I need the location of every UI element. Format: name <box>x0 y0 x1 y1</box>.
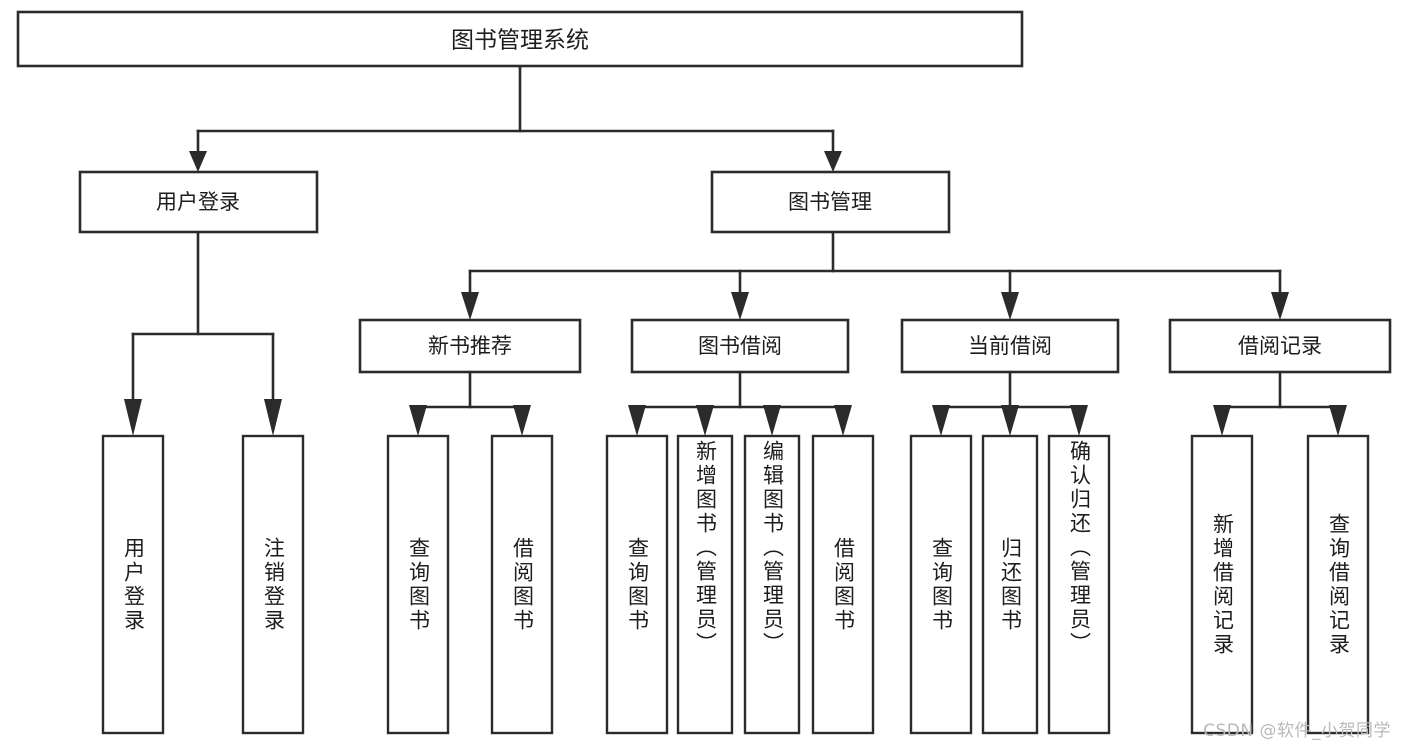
node-book-borrow[interactable]: 图书借阅 <box>630 318 850 374</box>
node-user-login[interactable]: 用户登录 <box>78 170 319 234</box>
node-root-book-management-system[interactable]: 图书管理系统 <box>16 10 1024 68</box>
node-book-management[interactable]: 图书管理 <box>710 170 951 234</box>
connectors-current-borrow-to-leaves <box>932 370 1088 436</box>
node-user-login-label: 用户登录 <box>156 190 240 214</box>
leaf-boxes-book-borrow <box>605 434 875 735</box>
arrow-head-leaf-newbook-1 <box>409 405 427 436</box>
arrow-head-book-manage <box>824 151 842 172</box>
node-book-borrow-box[interactable] <box>630 318 850 374</box>
node-root-box[interactable] <box>16 10 1024 68</box>
leaf-box-current-borrow-2[interactable] <box>981 434 1039 735</box>
leaf-box-new-book-1[interactable] <box>386 434 450 735</box>
node-current-borrow[interactable]: 当前借阅 <box>900 318 1120 374</box>
node-book-management-label: 图书管理 <box>788 190 872 214</box>
leaf-box-book-borrow-3[interactable] <box>743 434 801 735</box>
node-book-borrow-label: 图书借阅 <box>698 334 782 358</box>
leaf-boxes-borrow-record <box>1190 434 1370 735</box>
connectors-root-to-level1 <box>189 64 842 172</box>
arrow-head-leaf-bookborrow-4 <box>834 405 852 436</box>
arrow-head-book-borrow <box>731 292 749 320</box>
node-current-borrow-label: 当前借阅 <box>968 334 1052 358</box>
leaf-boxes-user-login <box>101 434 305 735</box>
connectors-new-book-to-leaves <box>409 370 531 436</box>
arrow-head-borrow-record <box>1271 292 1289 320</box>
node-user-login-box[interactable] <box>78 170 319 234</box>
leaf-box-current-borrow-3[interactable] <box>1047 434 1111 735</box>
csdn-watermark: CSDN @软件_小贺同学 <box>1203 721 1391 741</box>
connectors-borrow-record-to-leaves <box>1213 370 1347 436</box>
connectors-book-manage-to-level2 <box>461 230 1289 320</box>
arrow-head-leaf-borrowrecord-2 <box>1329 405 1347 436</box>
arrow-head-leaf-currentborrow-1 <box>932 405 950 436</box>
node-book-management-box[interactable] <box>710 170 951 234</box>
node-borrow-record[interactable]: 借阅记录 <box>1168 318 1392 374</box>
node-current-borrow-box[interactable] <box>900 318 1120 374</box>
arrow-head-new-book <box>461 292 479 320</box>
leaf-box-borrow-record-1[interactable] <box>1190 434 1254 735</box>
arrow-head-leaf-bookborrow-1 <box>628 405 646 436</box>
arrow-head-user-login <box>189 151 207 172</box>
leaf-box-book-borrow-4[interactable] <box>811 434 875 735</box>
arrow-head-leaf-bookborrow-3 <box>763 405 781 436</box>
node-borrow-record-label: 借阅记录 <box>1238 334 1322 358</box>
arrow-head-leaf-currentborrow-3 <box>1070 405 1088 436</box>
node-new-book-recommend-box[interactable] <box>358 318 582 374</box>
arrow-head-current-borrow <box>1001 292 1019 320</box>
node-borrow-record-box[interactable] <box>1168 318 1392 374</box>
leaf-box-borrow-record-2[interactable] <box>1306 434 1370 735</box>
connectors-book-borrow-to-leaves <box>628 370 852 436</box>
leaf-box-book-borrow-2[interactable] <box>676 434 734 735</box>
node-root-label: 图书管理系统 <box>451 28 589 54</box>
leaf-boxes-current-borrow <box>909 434 1111 735</box>
leaf-box-user-login-2[interactable] <box>241 434 305 735</box>
arrow-head-leaf-user-login-1 <box>124 399 142 436</box>
leaf-boxes-new-book-recommend <box>386 434 554 735</box>
leaf-box-user-login-1[interactable] <box>101 434 165 735</box>
arrow-head-leaf-borrowrecord-1 <box>1213 405 1231 436</box>
arrow-head-leaf-bookborrow-2 <box>696 405 714 436</box>
leaf-box-book-borrow-1[interactable] <box>605 434 669 735</box>
node-new-book-recommend-label: 新书推荐 <box>428 334 512 358</box>
leaf-box-current-borrow-1[interactable] <box>909 434 973 735</box>
arrow-head-leaf-newbook-2 <box>513 405 531 436</box>
arrow-head-leaf-currentborrow-2 <box>1001 405 1019 436</box>
connectors-user-login-to-leaves <box>124 230 282 436</box>
arrow-head-leaf-user-login-2 <box>264 399 282 436</box>
leaf-box-new-book-2[interactable] <box>490 434 554 735</box>
node-new-book-recommend[interactable]: 新书推荐 <box>358 318 582 374</box>
